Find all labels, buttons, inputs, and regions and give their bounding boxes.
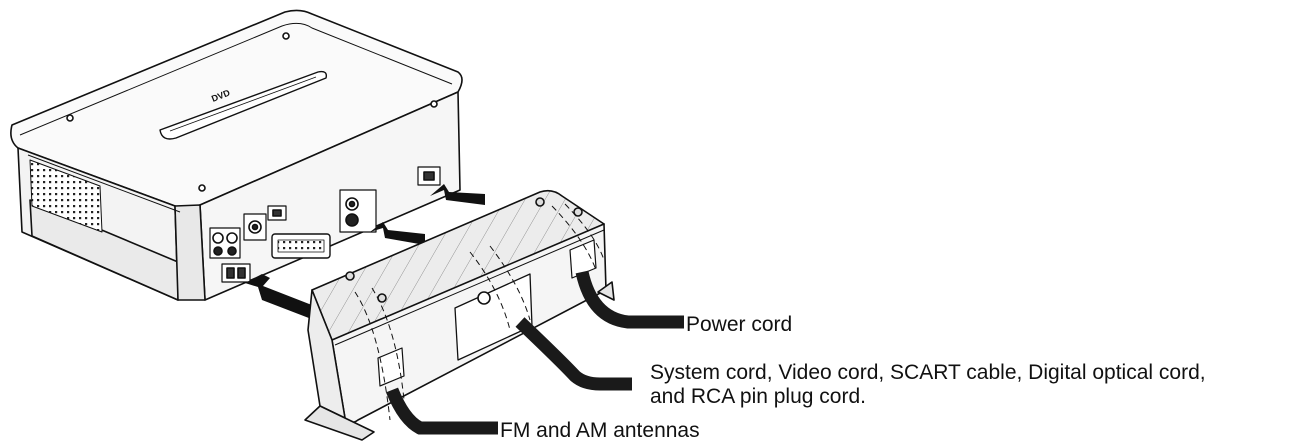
dvd-receiver-unit: DVD — [10, 9, 463, 301]
system-cord-label-line2: and RCA pin plug cord. — [650, 385, 866, 408]
cover-right-slot — [569, 239, 597, 279]
screw-hole — [345, 271, 355, 281]
system-cord-cable — [515, 317, 632, 391]
screw — [430, 100, 438, 108]
front-vent-grille — [29, 159, 103, 233]
cover-left-foot — [304, 405, 375, 441]
screw — [198, 184, 206, 192]
power-cord-cable — [575, 270, 684, 329]
screw — [282, 32, 290, 40]
arrow — [430, 184, 485, 205]
cable-cover — [304, 189, 615, 441]
system-connector-block — [339, 189, 377, 233]
antenna-label: FM and AM antennas — [500, 419, 700, 442]
antenna-cable — [385, 387, 498, 435]
cables — [385, 270, 684, 435]
screw — [66, 114, 74, 122]
system-cord-label-line1: System cord, Video cord, SCART cable, Di… — [650, 361, 1206, 384]
screw-hole — [573, 207, 583, 217]
arrow — [370, 222, 425, 245]
power-cord-label: Power cord — [686, 313, 793, 336]
system-cord-label: System cord, Video cord, SCART cable, Di… — [650, 361, 1206, 409]
screw-hole — [535, 197, 545, 207]
screw-hole — [477, 291, 491, 305]
cover-right-foot — [597, 281, 615, 301]
